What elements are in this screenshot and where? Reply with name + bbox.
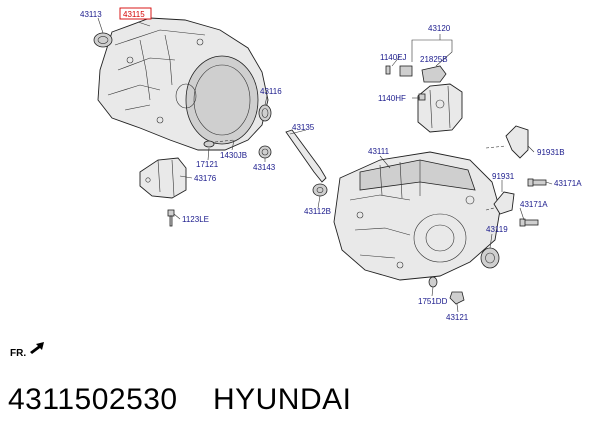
label-43111: 43111 <box>368 147 390 156</box>
label-43113: 43113 <box>80 10 102 19</box>
label-21825B: 21825B <box>420 55 448 64</box>
label-1123LE: 1123LE <box>182 215 209 224</box>
footer-caption: 4311502530 HYUNDAI <box>8 383 351 417</box>
label-43121: 43121 <box>446 313 469 322</box>
clutch-housing-part[interactable] <box>97 17 269 151</box>
label-43135: 43135 <box>292 123 315 132</box>
label-43115[interactable]: 43115 <box>123 10 145 19</box>
bracket-91931B[interactable] <box>505 125 529 159</box>
label-1751DD: 1751DD <box>418 297 448 306</box>
bushing-1140EJ[interactable] <box>399 65 413 77</box>
leader-lines <box>97 17 553 313</box>
label-43171A-upper: 43171A <box>554 179 582 188</box>
plug-1751DD[interactable] <box>428 276 438 288</box>
bracket-43176[interactable] <box>139 157 187 199</box>
oil-seal-43119[interactable] <box>480 247 500 269</box>
label-43120: 43120 <box>428 24 451 33</box>
pin-17121[interactable] <box>203 140 215 148</box>
label-1140HF: 1140HF <box>378 94 406 103</box>
label-43171A-lower: 43171A <box>520 200 548 209</box>
label-91931: 91931 <box>492 172 515 181</box>
footer-part-number: 4311502530 <box>8 383 178 416</box>
front-arrow-icon <box>30 342 44 354</box>
damper-21825B[interactable] <box>421 65 447 83</box>
label-17121: 17121 <box>196 160 219 169</box>
front-direction-label: FR. <box>10 348 26 359</box>
label-43116: 43116 <box>260 87 282 96</box>
transmission-case-part[interactable] <box>333 151 501 281</box>
label-43115-box <box>119 7 152 20</box>
shift-lever-43135[interactable] <box>285 129 327 183</box>
footer-brand: HYUNDAI <box>212 383 352 416</box>
oil-seal-43116[interactable] <box>258 104 272 122</box>
label-43176: 43176 <box>194 174 217 183</box>
bolt-1140EJ[interactable] <box>385 65 391 75</box>
label-43112B: 43112B <box>304 207 331 216</box>
mount-assembly-43120[interactable] <box>417 83 463 133</box>
label-91931B: 91931B <box>537 148 565 157</box>
bolt-43121[interactable] <box>449 291 465 305</box>
label-1140EJ: 1140EJ <box>380 53 407 62</box>
oil-seal-43113[interactable] <box>93 32 113 48</box>
label-1430JB: 1430JB <box>220 151 247 160</box>
bolt-1123LE[interactable] <box>167 209 175 227</box>
bolt-1140HF[interactable] <box>418 93 426 101</box>
bolt-43171A-upper[interactable] <box>527 178 547 187</box>
ring-43143[interactable] <box>258 145 272 159</box>
bolt-43171A-lower[interactable] <box>519 218 539 227</box>
label-43143: 43143 <box>253 163 276 172</box>
bracket-91931[interactable] <box>493 191 515 215</box>
boot-43112B[interactable] <box>312 183 328 197</box>
label-43119: 43119 <box>486 225 508 234</box>
